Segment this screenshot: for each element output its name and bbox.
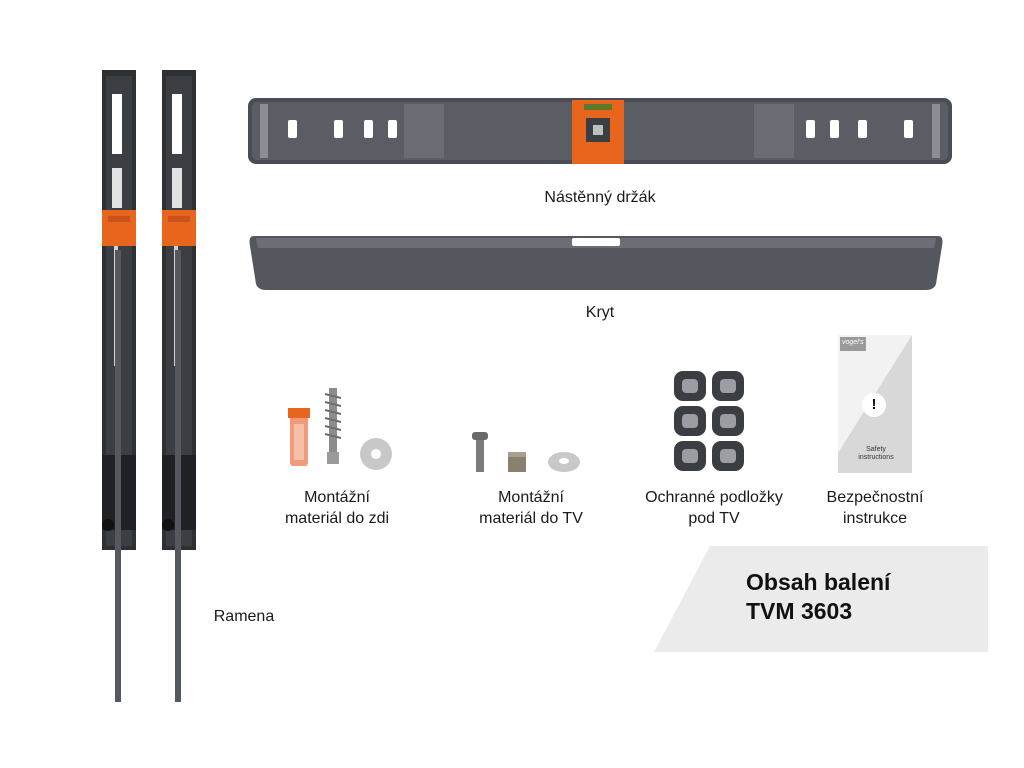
tv-mounting-material-image xyxy=(466,428,586,476)
page-title: Obsah balení TVM 3603 xyxy=(746,569,891,624)
title-panel: Obsah balení TVM 3603 xyxy=(654,546,988,652)
wall-bracket-label: Nástěnný držák xyxy=(544,189,656,206)
wall-mounting-material-label: Montážní materiál do zdi xyxy=(284,489,390,527)
wall-bracket-image xyxy=(246,96,954,166)
protective-pads-label: Ochranné podložky pod TV xyxy=(645,489,783,527)
arm-right xyxy=(158,70,202,702)
tv-mounting-material-label: Montážní materiál do TV xyxy=(479,489,583,527)
arm-left xyxy=(98,70,142,702)
arms-label: Ramena xyxy=(213,608,275,625)
protective-pads-image xyxy=(672,369,746,473)
safety-booklet-image: vogel's ! Safety instructions xyxy=(838,335,912,473)
booklet-brand: vogel's xyxy=(842,339,864,346)
cover-label: Kryt xyxy=(585,304,615,321)
cover-image xyxy=(246,232,946,294)
safety-instructions-label: Bezpečnostní instrukce xyxy=(826,489,924,527)
wall-mounting-material-image xyxy=(284,384,396,476)
warning-icon: ! xyxy=(871,396,877,413)
booklet-caption: Safety instructions xyxy=(858,446,894,461)
